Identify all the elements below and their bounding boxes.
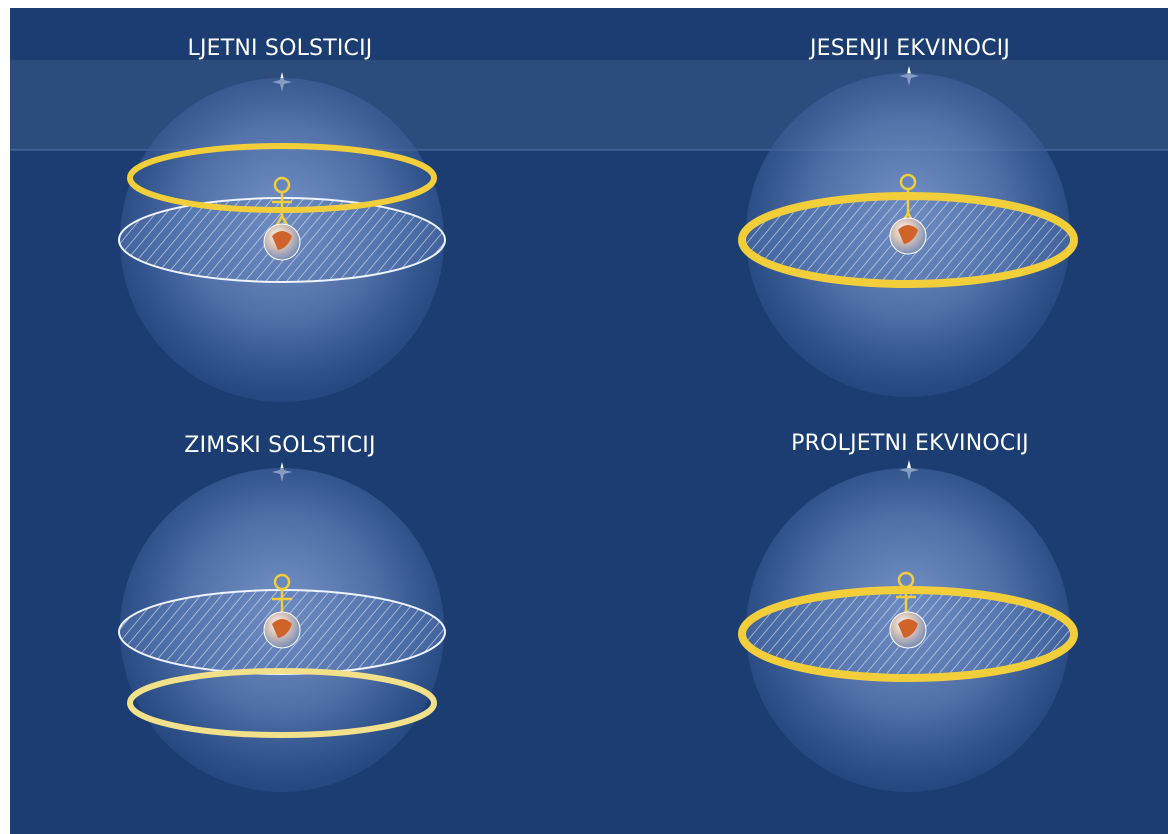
earth-continent <box>272 619 292 638</box>
earth-continent <box>898 225 918 244</box>
panel-summer-solstice: LJETNI SOLSTICIJ <box>118 36 446 402</box>
panel-title: PROLJETNI EKVINOCIJ <box>791 431 1029 456</box>
panel-autumn-equinox: JESENJI EKVINOCIJ <box>738 36 1078 397</box>
earth-continent <box>272 231 292 250</box>
earth-continent <box>898 619 918 638</box>
panel-spring-equinox: PROLJETNI EKVINOCIJ <box>738 431 1078 792</box>
panel-winter-solstice: ZIMSKI SOLSTICIJ <box>118 433 446 792</box>
sun-path-ring <box>127 668 437 738</box>
panel-title: JESENJI EKVINOCIJ <box>808 36 1010 61</box>
sun-path-ring <box>738 586 1078 682</box>
panel-title: ZIMSKI SOLSTICIJ <box>184 433 375 458</box>
panel-title: LJETNI SOLSTICIJ <box>188 36 373 61</box>
